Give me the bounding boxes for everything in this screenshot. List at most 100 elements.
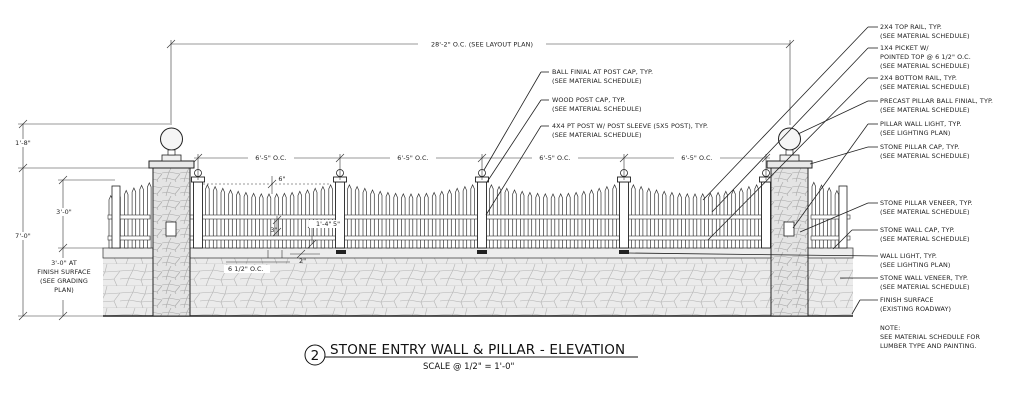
note-line2: LUMBER TYPE AND PAINTING. [880, 342, 977, 350]
stone-pillar-cap [766, 160, 813, 169]
callout-wall-veneer-line2: (SEE MATERIAL SCHEDULE) [880, 283, 970, 291]
callout-pillar-finial-line1: PRECAST PILLAR BALL FINIAL, TYP. [880, 97, 993, 105]
bay-dimension-4: 6'-5" O.C. [681, 154, 712, 162]
picket [535, 192, 540, 249]
stone-wall [102, 247, 854, 317]
picket [408, 193, 414, 249]
callout-pillar-cap-line2: (SEE MATERIAL SCHEDULE) [880, 152, 970, 160]
picket [424, 192, 429, 249]
picket [708, 192, 713, 249]
callout-pillar-veneer-line1: STONE PILLAR VENEER, TYP. [880, 199, 973, 207]
fence-post [335, 181, 345, 249]
callout-ball-finial-line2: (SEE MATERIAL SCHEDULE) [552, 77, 642, 85]
rail-gap-label: 1'-4" [316, 220, 332, 228]
callout-bottom-rail-line1: 2X4 BOTTOM RAIL, TYP. [880, 74, 957, 82]
wall-height-note-2: (SEE GRADING [40, 277, 88, 285]
callout-picket-line2: POINTED TOP @ 6 1/2" O.C. [880, 53, 971, 61]
picket [723, 190, 728, 249]
picket [378, 190, 383, 249]
pillar-wall-light [783, 221, 795, 237]
callout-top-rail-line2: (SEE MATERIAL SCHEDULE) [880, 32, 970, 40]
picket [243, 191, 249, 249]
rail-size-label: 3" [270, 226, 277, 234]
stone-pillar-right [766, 127, 813, 317]
fence-post [838, 185, 848, 249]
callout-wood-post-cap-line2: (SEE MATERIAL SCHEDULE) [552, 105, 642, 113]
picket [527, 191, 533, 249]
callout-pillar-cap-line1: STONE PILLAR CAP, TYP. [880, 143, 959, 151]
picket [236, 190, 241, 249]
stone-wall-veneer [103, 258, 853, 316]
picket [543, 192, 548, 249]
fence-post [477, 181, 487, 249]
note-label: NOTE: [880, 324, 900, 332]
callout-finish-surface-line1: FINISH SURFACE [880, 296, 934, 304]
picket [393, 192, 398, 249]
bay-dimension-3: 6'-5" O.C. [539, 154, 570, 162]
general-note: NOTE: SEE MATERIAL SCHEDULE FOR LUMBER T… [880, 324, 980, 350]
picket [289, 191, 295, 249]
picket [439, 190, 444, 249]
fence-post [761, 181, 771, 249]
rail-gap-b-label: 5" [333, 220, 340, 228]
wall-height-note-3: PLAN) [54, 286, 74, 294]
detail-dimensions: 6" 3" 1'-4" 5" 2" 6 1/2" O.C. [203, 175, 340, 273]
picket [266, 193, 272, 249]
picket [297, 190, 302, 249]
picket [401, 192, 406, 249]
drawing-title: STONE ENTRY WALL & PILLAR - ELEVATION [330, 342, 625, 358]
callout-pillar-finial-line2: (SEE MATERIAL SCHEDULE) [880, 106, 970, 114]
pillar-cap-height-label: 1'-8" [15, 139, 31, 147]
stone-wall-cap-left [102, 247, 154, 259]
picket [431, 191, 437, 249]
picket [282, 192, 287, 249]
picket-height-diff-label: 6" [278, 175, 285, 183]
dimension-bays: 6'-5" O.C. 6'-5" O.C. 6'-5" O.C. 6'-5" O… [193, 153, 771, 180]
callout-top-rail-line1: 2X4 TOP RAIL, TYP. [880, 23, 942, 31]
fence-post [619, 181, 629, 249]
picket [581, 190, 586, 249]
callouts-top: BALL FINIAL AT POST CAP, TYP. (SEE MATER… [483, 68, 708, 216]
picket [700, 192, 705, 249]
picket [677, 192, 682, 249]
picket [834, 189, 840, 249]
callout-wall-veneer-line1: STONE WALL VENEER, TYP. [880, 274, 968, 282]
callout-pillar-veneer-line2: (SEE MATERIAL SCHEDULE) [880, 208, 970, 216]
picket [669, 191, 675, 249]
picket [558, 192, 563, 249]
callout-ball-finial-line1: BALL FINIAL AT POST CAP, TYP. [552, 68, 653, 76]
callout-picket-line3: (SEE MATERIAL SCHEDULE) [880, 62, 970, 70]
picket [685, 192, 690, 249]
picket [416, 192, 421, 249]
picket [259, 192, 264, 249]
drawing-title-block: 2 STONE ENTRY WALL & PILLAR - ELEVATION … [304, 342, 638, 372]
total-height-label: 7'-0" [15, 232, 31, 240]
wall-lights [336, 250, 629, 254]
fence-height-label: 3'-0" [56, 208, 72, 216]
callout-post-line1: 4X4 PT POST W/ POST SLEEVE (5X5 POST), T… [552, 122, 708, 130]
wall-height-note-1: FINISH SURFACE [37, 268, 91, 276]
stone-pillar-left [148, 127, 195, 317]
bay-dimension-1: 6'-5" O.C. [255, 154, 286, 162]
pillar-wall-light [165, 221, 177, 237]
picket [550, 193, 556, 249]
callout-picket-line1: 1X4 PICKET W/ [880, 44, 929, 52]
dimension-overall: 28'-2" O.C. (SEE LAYOUT PLAN) [166, 39, 795, 125]
callout-post-line2: (SEE MATERIAL SCHEDULE) [552, 131, 642, 139]
dimension-vertical: 1'-8" 7'-0" 3'-0" 3'-0" AT FINISH SURFAC… [12, 119, 170, 321]
callout-pillar-light-line2: (SEE LIGHTING PLAN) [880, 129, 951, 137]
callout-wall-light-line1: WALL LIGHT, TYP. [880, 252, 937, 260]
callouts-right: 2X4 TOP RAIL, TYP. (SEE MATERIAL SCHEDUL… [627, 23, 993, 315]
note-line1: SEE MATERIAL SCHEDULE FOR [880, 333, 980, 341]
picket [692, 193, 698, 249]
drawing-number-bubble [304, 344, 326, 366]
callout-pillar-light-line1: PILLAR WALL LIGHT, TYP. [880, 120, 962, 128]
stone-wall-cap-right [807, 247, 854, 259]
callout-finish-surface-line2: (EXISTING ROADWAY) [880, 305, 951, 313]
picket-width-label: 2" [299, 257, 306, 265]
picket [573, 191, 579, 249]
pillar-ball-finial [160, 127, 183, 151]
callout-wall-cap-line1: STONE WALL CAP, TYP. [880, 226, 955, 234]
